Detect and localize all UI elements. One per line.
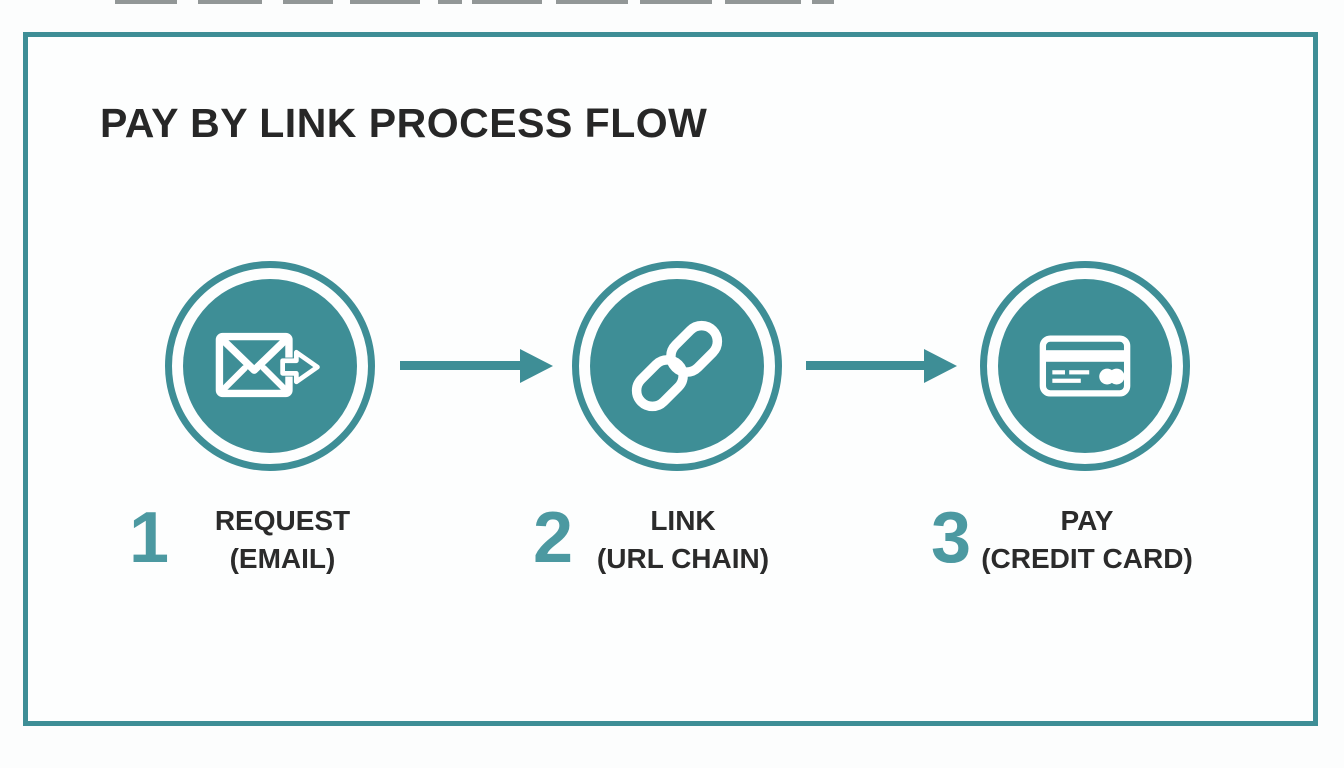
step-2-label: LINK (URL CHAIN) [596, 505, 770, 574]
arrow-2-head [924, 349, 957, 383]
email-send-icon [183, 279, 357, 453]
step-2-number: 2 [532, 498, 574, 578]
step-1-label: REQUEST (EMAIL) [214, 505, 351, 574]
cropped-text-artifact [0, 0, 1344, 5]
step-1-number: 1 [128, 498, 170, 578]
credit-card-icon [998, 279, 1172, 453]
arrow-1-head [520, 349, 553, 383]
arrow-1-shaft [400, 361, 522, 370]
step-1-circle [165, 261, 375, 471]
step-2-circle [572, 261, 782, 471]
step-3-circle [980, 261, 1190, 471]
step-3-label: PAY (CREDIT CARD) [981, 505, 1193, 574]
chain-link-icon [590, 279, 764, 453]
step-3-number: 3 [930, 498, 972, 578]
page-title: PAY BY LINK PROCESS FLOW [100, 100, 708, 146]
arrow-2-shaft [806, 361, 926, 370]
